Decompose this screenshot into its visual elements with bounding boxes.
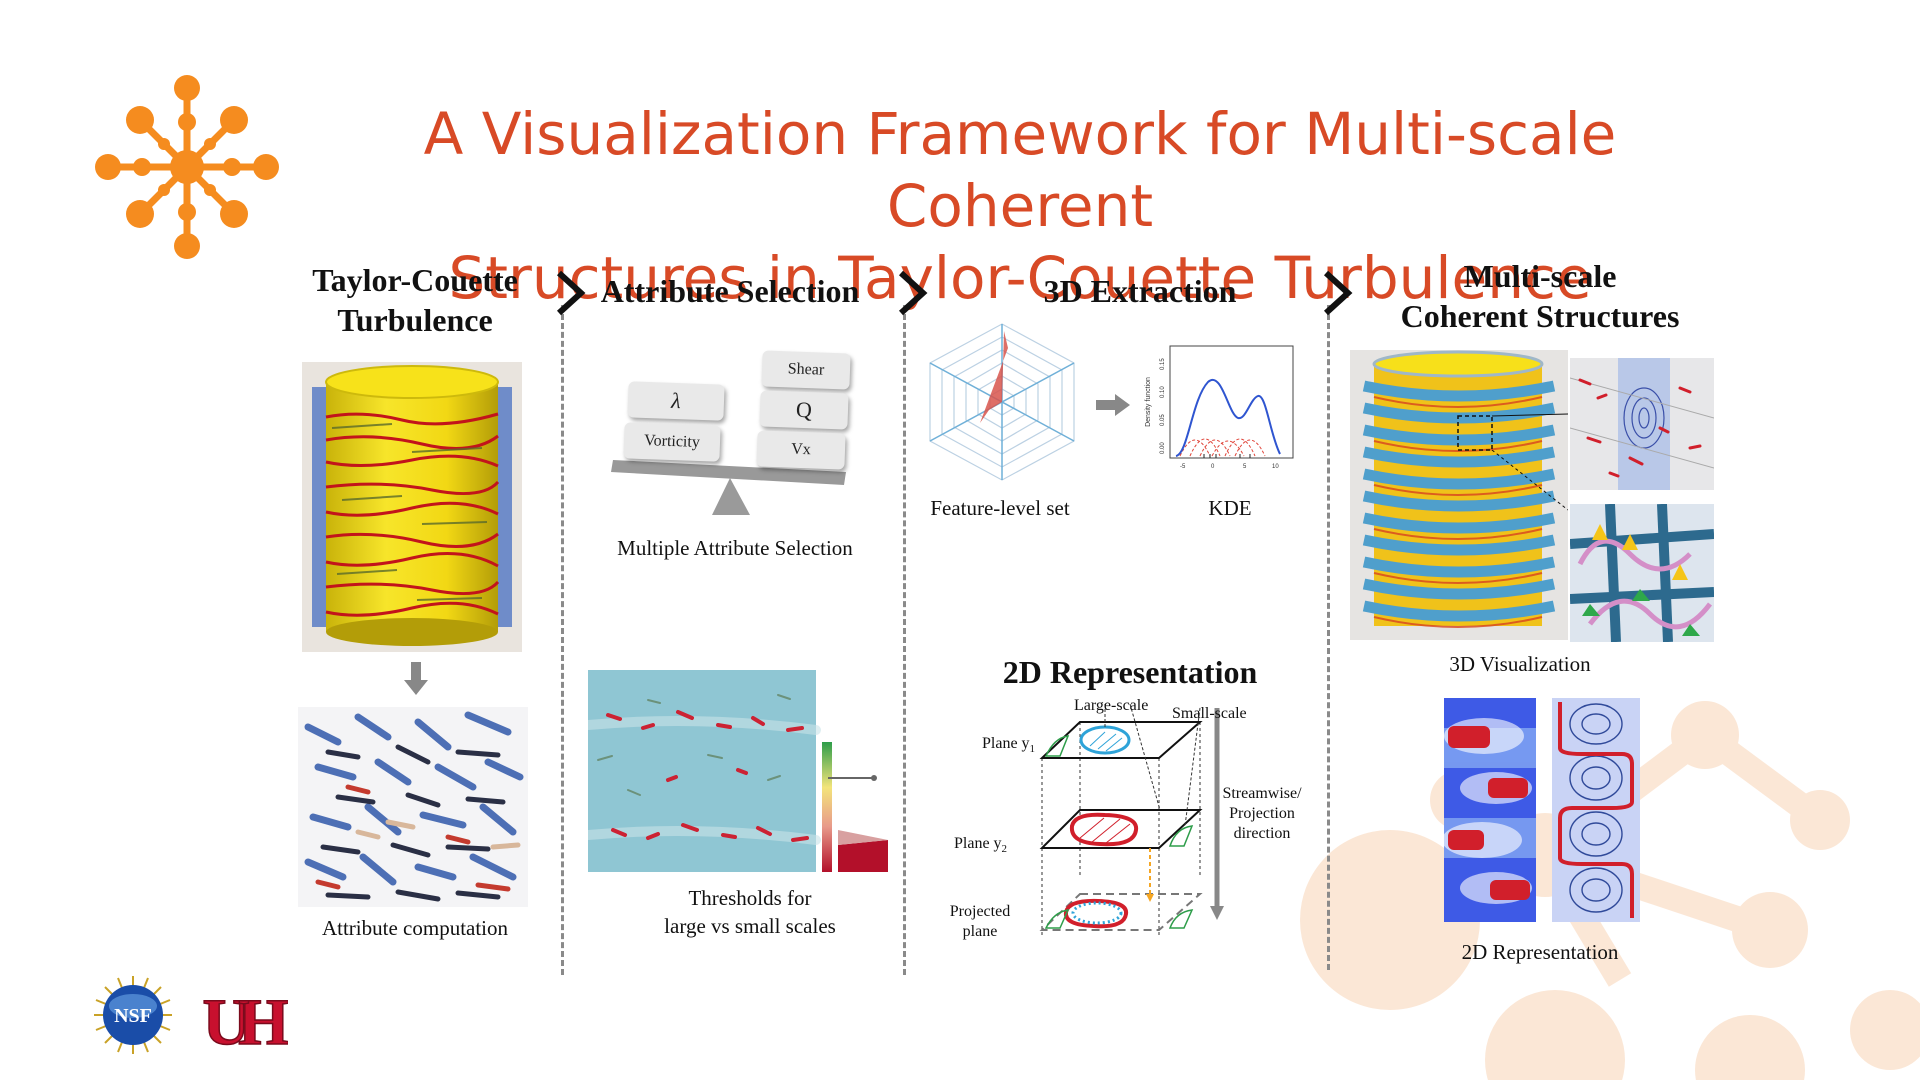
chevron-right-icon-1: [556, 270, 586, 316]
tc-header-line-1: Taylor-Couette: [312, 262, 518, 298]
radar-caption: Feature-level set: [930, 496, 1070, 520]
plane-y1-text: Plane y: [982, 735, 1030, 752]
uh-logo: UH: [202, 985, 289, 1052]
attr-caption: Multiple Attribute Selection: [617, 536, 853, 560]
vorticity-label: Vorticity: [643, 432, 701, 451]
nsf-logo-text: NSF: [114, 1005, 152, 1027]
direction-line-3: direction: [1233, 825, 1291, 842]
rep2d-multi-caption: 2D Representation: [1461, 940, 1619, 964]
attr-card-vorticity[interactable]: Vorticity: [623, 422, 721, 462]
projected-plane-label: Projected plane: [940, 902, 1020, 942]
multi-header-line-1: Multi-scale: [1463, 258, 1617, 294]
projected-line-2: plane: [962, 923, 998, 940]
plane-y2-text: Plane y: [954, 835, 1002, 852]
tc-caption: Attribute computation: [321, 916, 509, 940]
multi-header-line-2: Coherent Structures: [1400, 298, 1680, 334]
separator-3: [1327, 305, 1330, 970]
kde-plot: Density function 0.00 0.05 0.10 0.15 -5 …: [1145, 345, 1294, 470]
tc-header: Taylor-Couette Turbulence: [290, 260, 540, 340]
zoom-detail-top-render: [1570, 358, 1714, 490]
multi-header: Multi-scale Coherent Structures: [1370, 256, 1710, 336]
chevron-right-icon-2: [898, 270, 928, 316]
plane-y2-subscript: 2: [1001, 843, 1008, 856]
kde-ytick-1: 0.05: [1160, 414, 1166, 426]
attribute-computation-render: [298, 707, 528, 907]
attr-card-q[interactable]: Q: [759, 390, 849, 430]
kde-ytick-3: 0.15: [1160, 358, 1166, 370]
small-scale-label: Small-scale: [1172, 705, 1247, 722]
q-label: Q: [795, 396, 813, 423]
direction-line-2: Projection: [1229, 805, 1295, 822]
rep2d-header: 2D Representation: [1002, 654, 1258, 690]
separator-2: [903, 305, 906, 975]
projection-planes-diagram: [1039, 703, 1224, 938]
separator-1: [561, 305, 564, 975]
kde-ytick-0: 0.00: [1160, 442, 1166, 454]
large-scale-label: Large-scale: [1074, 697, 1149, 714]
arrow-right-icon: [1096, 394, 1130, 416]
plane-y1-label: Plane y1: [982, 734, 1035, 759]
threshold-caption-line-1: Thresholds for: [688, 886, 812, 910]
plane-y2-label: Plane y2: [954, 834, 1007, 859]
coherent-structures-cylinder-render: [1350, 350, 1568, 640]
kde-ylabel: Density function: [1145, 377, 1152, 427]
projected-line-1: Projected: [949, 903, 1011, 920]
vis3d-caption: 3D Visualization: [1449, 652, 1591, 676]
uh-logo-text: UH: [203, 986, 289, 1052]
shear-label: Shear: [787, 360, 825, 379]
attr-card-shear[interactable]: Shear: [761, 350, 851, 390]
title-line-1: A Visualization Framework for Multi-scal…: [423, 100, 1617, 240]
threshold-caption-line-2: large vs small scales: [664, 914, 836, 938]
orange-network-logo: [95, 75, 279, 259]
direction-line-1: Streamwise/: [1222, 785, 1302, 802]
rep2d-field-left-render: [1444, 698, 1536, 922]
rep2d-field-right-render: [1552, 698, 1640, 922]
tc-cylinder-render: [302, 362, 522, 652]
nsf-logo: NSF: [94, 976, 172, 1054]
page-title: A Visualization Framework for Multi-scal…: [300, 98, 1740, 314]
attr-card-lambda[interactable]: λ: [627, 381, 725, 421]
kde-xtick-3: 10: [1272, 464, 1279, 470]
radar-chart: [929, 323, 1075, 481]
kde-xtick-0: -5: [1180, 464, 1186, 470]
arrow-down-icon: [404, 662, 428, 695]
direction-label: Streamwise/ Projection direction: [1212, 784, 1312, 844]
tc-header-line-2: Turbulence: [337, 302, 493, 338]
threshold-field-render: [588, 670, 888, 872]
balance-scale-diagram: [611, 460, 846, 515]
attr-card-vx[interactable]: Vx: [756, 430, 846, 470]
vx-label: Vx: [790, 440, 812, 459]
threshold-caption: Thresholds for large vs small scales: [600, 884, 900, 940]
chevron-right-icon-3: [1323, 270, 1353, 316]
plane-y1-subscript: 1: [1029, 743, 1036, 756]
kde-xtick-2: 5: [1243, 464, 1247, 470]
kde-ytick-2: 0.10: [1160, 386, 1166, 398]
title-line-2: Structures in Taylor-Couette Turbulence: [448, 244, 1592, 312]
kde-caption: KDE: [1208, 496, 1252, 520]
extract-header: 3D Extraction: [1043, 273, 1237, 309]
attr-header: Attribute Selection: [600, 273, 860, 309]
zoom-detail-bottom-render: [1570, 504, 1714, 642]
kde-xtick-1: 0: [1211, 464, 1215, 470]
lambda-label: λ: [670, 387, 682, 414]
